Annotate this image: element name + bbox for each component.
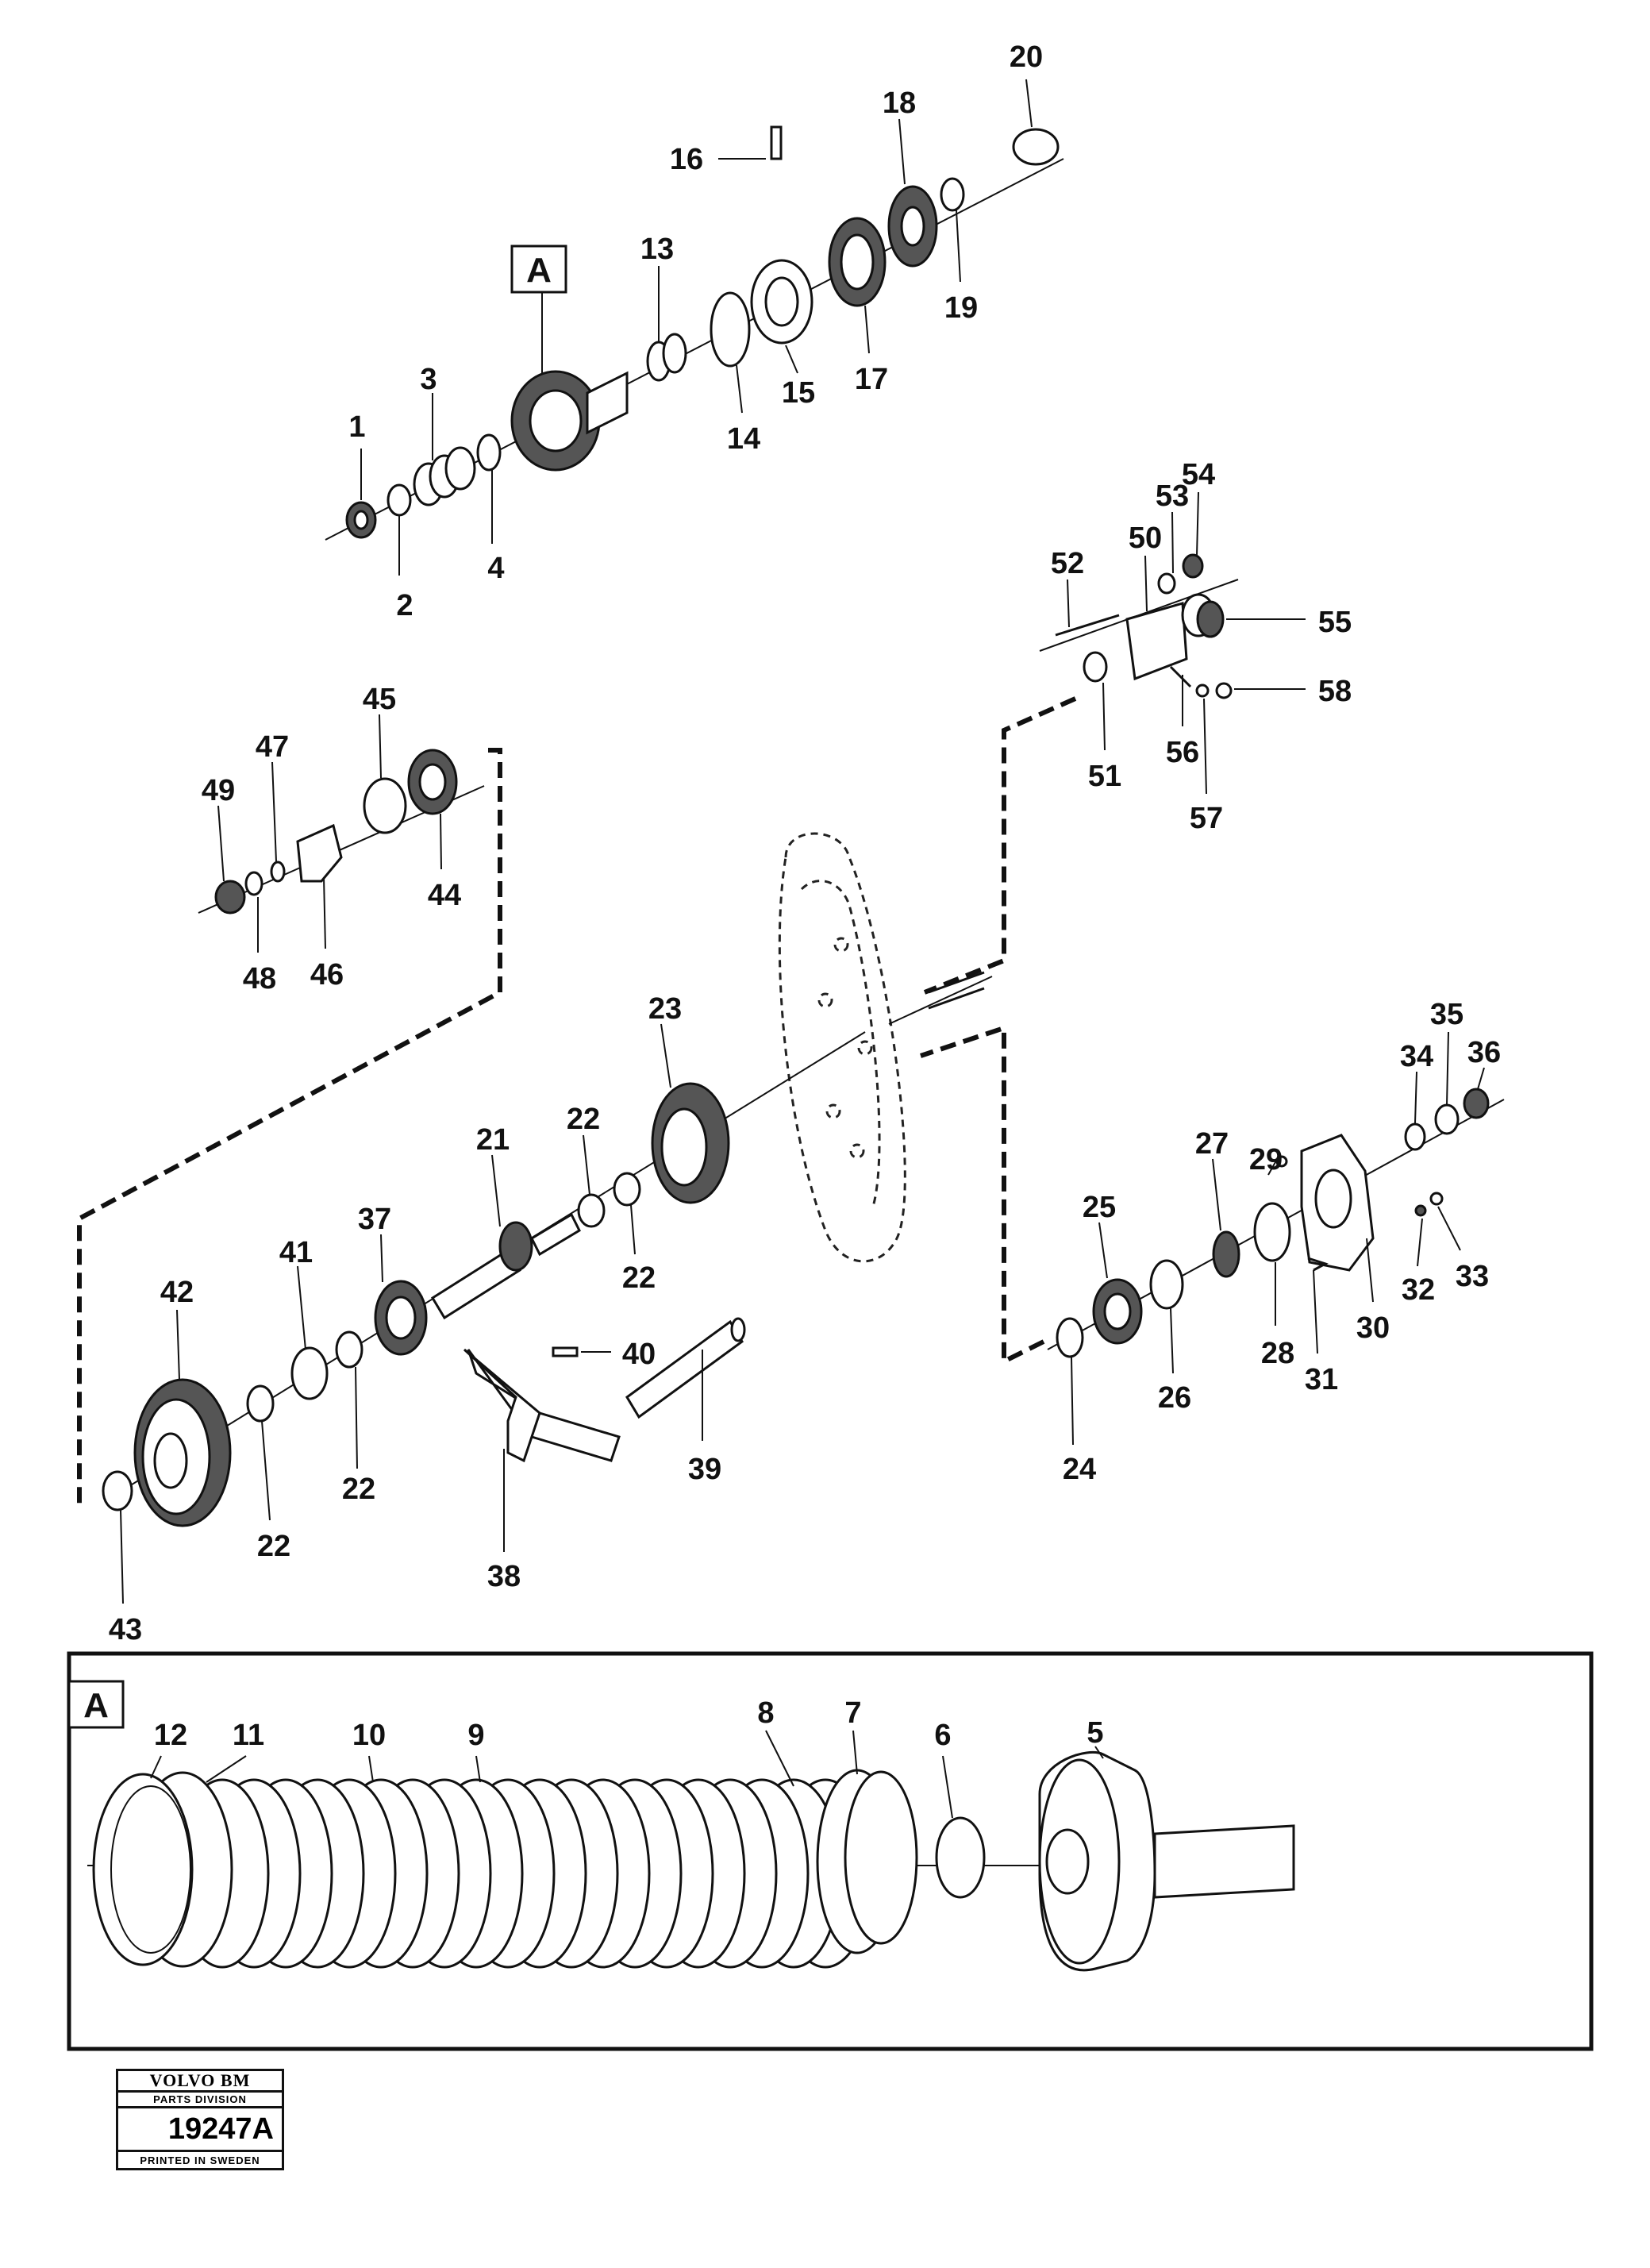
callout: 36 (1467, 1036, 1501, 1069)
callout: 55 (1318, 606, 1352, 639)
callout: 45 (363, 683, 396, 716)
callout: 29 (1249, 1143, 1283, 1176)
callout: 43 (109, 1613, 142, 1646)
callout: 34 (1400, 1040, 1433, 1073)
callout: 4 (487, 552, 504, 585)
callout: 54 (1182, 458, 1215, 491)
callout: 30 (1356, 1311, 1390, 1345)
callout: 24 (1063, 1453, 1096, 1486)
callout: 22 (257, 1530, 290, 1563)
callout: 15 (782, 376, 815, 410)
clutch-disc-pack (175, 1778, 873, 1969)
callout: 3 (420, 363, 437, 396)
callout: 35 (1430, 998, 1463, 1031)
callout: 13 (640, 233, 674, 266)
callout: 19 (944, 291, 978, 325)
callout: 22 (622, 1261, 656, 1295)
clutch-drum (1038, 1750, 1295, 1972)
callout: 52 (1051, 547, 1084, 580)
output-assembly (920, 1024, 1505, 1446)
callout: 46 (310, 958, 344, 992)
callout: 7 (844, 1696, 861, 1730)
callout: 6 (934, 1719, 951, 1752)
division-name: PARTS DIVISION (118, 2093, 282, 2108)
callout: 21 (476, 1123, 510, 1157)
callout: 2 (396, 589, 413, 622)
callout: 32 (1402, 1273, 1435, 1307)
callout: 37 (358, 1203, 391, 1236)
callout: 53 (1156, 479, 1189, 513)
callout: 8 (757, 1696, 774, 1730)
drop-box-assembly (102, 832, 993, 1604)
callout: 41 (279, 1236, 313, 1269)
callout: 14 (727, 422, 760, 456)
volvo-bm-title-block: VOLVO BM PARTS DIVISION 19247A PRINTED I… (116, 2069, 284, 2170)
callout: 9 (467, 1719, 484, 1752)
detail-view-a: A (67, 1651, 1594, 2051)
detail-marker-label: A (526, 251, 552, 290)
callout: 22 (567, 1103, 600, 1136)
callout: 25 (1083, 1191, 1116, 1224)
callout: 22 (342, 1473, 375, 1506)
callout: 44 (428, 879, 461, 912)
callout: 17 (855, 363, 888, 396)
callout: 39 (688, 1453, 721, 1486)
callout: 47 (256, 730, 289, 764)
callout: 56 (1166, 736, 1199, 769)
callout: 50 (1129, 522, 1162, 555)
callout: 57 (1190, 802, 1223, 835)
callout: 48 (243, 962, 276, 995)
callout: 12 (154, 1719, 187, 1752)
callout: 42 (160, 1276, 194, 1309)
brand-name: VOLVO BM (118, 2071, 282, 2093)
detail-marker-box (510, 245, 567, 294)
callout: 33 (1456, 1260, 1489, 1293)
callout: 28 (1261, 1337, 1294, 1370)
detail-box-label: A (83, 1686, 109, 1725)
callout: 49 (202, 774, 235, 807)
detail-box-marker (67, 1680, 125, 1729)
callout: 38 (487, 1560, 521, 1593)
input-shaft-assembly: A (325, 79, 1064, 576)
callout: 1 (348, 410, 365, 444)
callout: 16 (670, 143, 703, 176)
callout: 26 (1158, 1381, 1191, 1415)
callout: 31 (1305, 1363, 1338, 1396)
callout: 10 (352, 1719, 386, 1752)
callout: 27 (1195, 1127, 1229, 1161)
callout: 18 (883, 87, 916, 120)
callout: 58 (1318, 675, 1352, 708)
yoke-assembly (77, 714, 502, 1508)
valve-assembly (923, 491, 1306, 995)
callout: 51 (1088, 760, 1121, 793)
drawing-number: 19247A (118, 2108, 282, 2152)
callout: 23 (648, 992, 682, 1026)
callout: 20 (1010, 40, 1043, 74)
printed-note: PRINTED IN SWEDEN (140, 2154, 260, 2166)
callout: 5 (1087, 1716, 1103, 1750)
callout-labels: 1 2 3 4 5 6 7 8 9 10 11 12 13 14 15 16 1… (109, 40, 1501, 1752)
callout: 11 (233, 1719, 264, 1752)
callout: 40 (622, 1338, 656, 1371)
